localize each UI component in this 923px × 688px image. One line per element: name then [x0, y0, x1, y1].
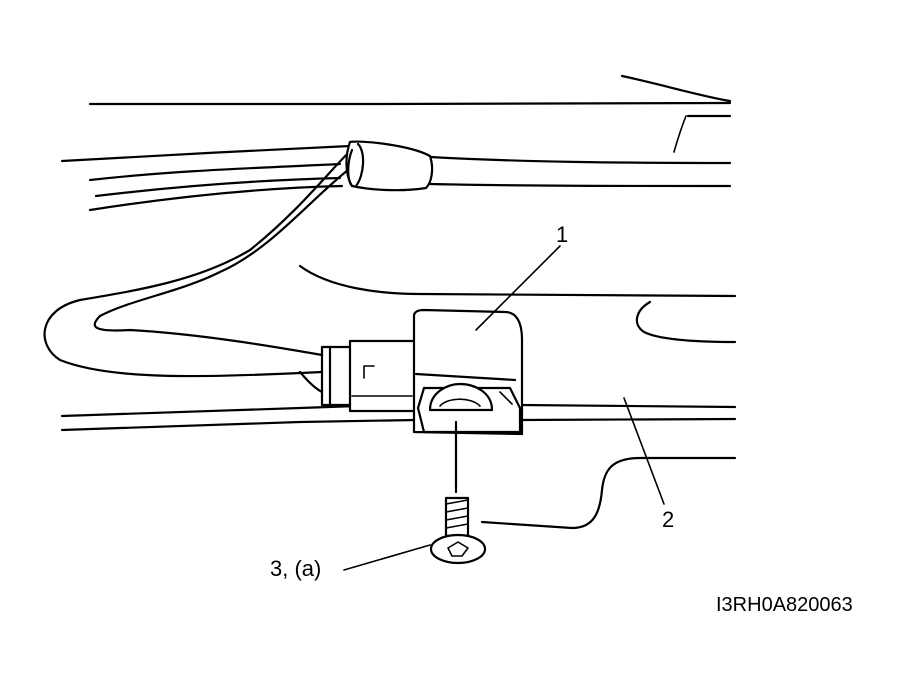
- sensor-part-1: [320, 308, 524, 436]
- callout-label-1: 1: [556, 222, 569, 247]
- wire-harness: [43, 140, 434, 394]
- callout-label-2: 2: [662, 507, 675, 532]
- screw-part-3: [429, 420, 487, 565]
- figure-id: I3RH0A820063: [716, 594, 853, 616]
- leader-line-part-3: [343, 544, 431, 571]
- leader-line-part-2: [623, 397, 665, 505]
- callout-label-3: 3, (a): [270, 556, 322, 581]
- leader-line-part-1: [475, 245, 561, 331]
- upper-panel-lines: [60, 74, 732, 198]
